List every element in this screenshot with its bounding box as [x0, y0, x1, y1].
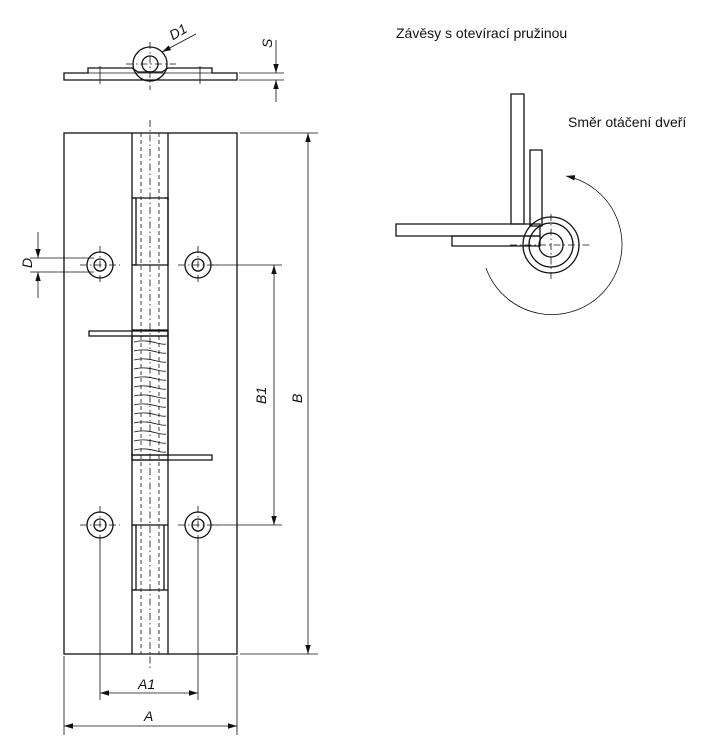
hinge-front-view	[63, 120, 238, 668]
dim-label-b1: B1	[253, 387, 269, 404]
hinge-rotation-view	[395, 93, 623, 315]
dim-label-b: B	[289, 394, 305, 403]
hinge-top-view: D1 S	[63, 20, 284, 102]
drawing-title: Závěsy s otevírací pružinou	[396, 25, 568, 41]
dim-label-s: S	[259, 38, 275, 48]
torsion-spring	[131, 335, 169, 456]
dimension-lines: D B1 B A1 A	[19, 132, 318, 735]
dim-label-a1: A1	[137, 676, 155, 692]
dim-label-d: D	[19, 258, 35, 268]
rotation-direction-label: Směr otáčení dveří	[568, 114, 687, 130]
dim-label-a: A	[143, 708, 153, 724]
dim-label-d1: D1	[166, 20, 190, 43]
